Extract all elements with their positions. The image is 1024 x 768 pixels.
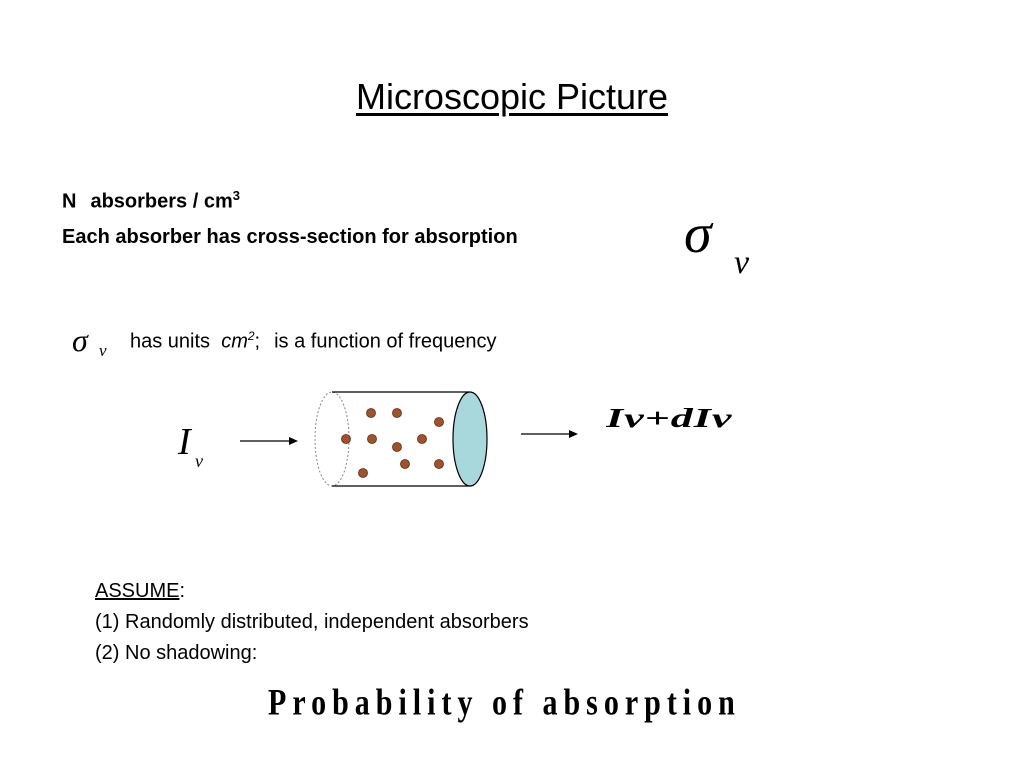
absorber-dot bbox=[367, 434, 377, 444]
incident-intensity-symbol: I bbox=[178, 421, 191, 463]
absorber-dot bbox=[417, 434, 427, 444]
assumption-item-1: (1) Randomly distributed, independent ab… bbox=[95, 611, 529, 633]
cross-section-line: Each absorber has cross-section for abso… bbox=[62, 226, 518, 248]
unit-suffix: ; bbox=[254, 330, 261, 353]
distorted-equation: Probability of absorption bbox=[268, 682, 741, 724]
absorber-dot bbox=[400, 459, 410, 469]
function-text: is a function of frequency bbox=[274, 330, 497, 353]
assumptions-block: ASSUME: (1) Randomly distributed, indepe… bbox=[95, 576, 529, 669]
density-text: absorbers / cm bbox=[90, 190, 233, 213]
nu-subscript-small: ν bbox=[99, 341, 107, 360]
cylinder-front-cap bbox=[452, 391, 488, 487]
assumption-item-2: (2) No shadowing: bbox=[95, 642, 258, 664]
nu-subscript-large: ν bbox=[734, 244, 750, 281]
emergent-intensity-expression: Iν+dIν bbox=[606, 402, 733, 433]
has-units-text: has units bbox=[130, 330, 211, 353]
slide-title: Microscopic Picture bbox=[355, 76, 669, 117]
absorber-dot bbox=[392, 442, 402, 452]
absorber-dot bbox=[434, 459, 444, 469]
absorbers bbox=[341, 408, 444, 478]
unit-text: cm bbox=[221, 330, 248, 353]
incident-arrow-head bbox=[289, 437, 298, 445]
density-superscript: 3 bbox=[232, 188, 240, 203]
sigma-symbol-small: σ bbox=[72, 322, 88, 358]
absorber-dot bbox=[358, 468, 368, 478]
absorber-dot bbox=[341, 434, 351, 444]
absorber-dot bbox=[366, 408, 376, 418]
incident-intensity-subscript: ν bbox=[195, 451, 203, 471]
absorber-dot bbox=[434, 417, 444, 427]
unit-superscript: 2 bbox=[247, 329, 255, 343]
assume-heading-label: ASSUME bbox=[95, 580, 180, 602]
emergent-arrow-head bbox=[569, 430, 578, 438]
assume-heading: ASSUME: bbox=[95, 576, 529, 607]
density-symbol: N bbox=[62, 190, 77, 213]
units-line: has units cm2; is a function of frequency bbox=[130, 329, 496, 354]
absorber-dot bbox=[392, 408, 402, 418]
assume-heading-suffix: : bbox=[179, 580, 186, 602]
sigma-symbol-large: σ bbox=[684, 203, 712, 265]
